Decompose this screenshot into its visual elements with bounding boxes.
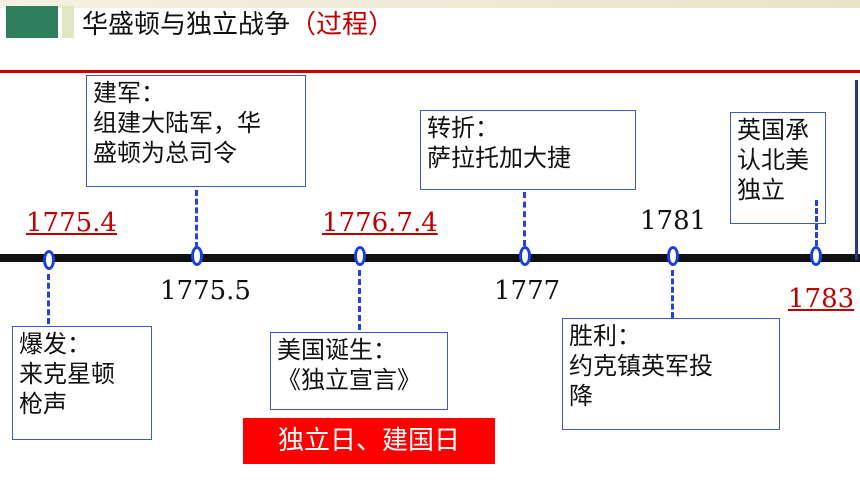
date-1783: 1783 (788, 284, 855, 314)
event-box-1775-5: 建军： 组建大陆军，华 盛顿为总司令 (86, 75, 306, 187)
connector-1781 (671, 270, 674, 318)
event-line: 美国诞生： (277, 336, 397, 364)
timeline-marker-1775-4 (43, 250, 55, 270)
date-1777: 1777 (494, 276, 561, 306)
connector-1783 (815, 200, 818, 246)
event-line: 建军： (93, 79, 165, 107)
event-line: 爆发： (19, 330, 91, 358)
connector-1776-7-4 (358, 270, 361, 330)
event-line: 来克星顿 (19, 360, 115, 388)
event-box-1781: 胜利： 约克镇英军投 降 (562, 318, 780, 430)
event-line: 组建大陆军，华 (93, 109, 261, 137)
connector-1777 (523, 192, 526, 246)
connector-1775-4 (47, 274, 50, 324)
event-line: 《独立宣言》 (277, 366, 421, 394)
event-line: 约克镇英军投 (569, 352, 713, 380)
date-1775-4: 1775.4 (26, 208, 117, 238)
title-main: 华盛顿与独立战争 (82, 10, 291, 40)
event-line: 认北美 (737, 146, 809, 174)
top-band (0, 0, 860, 8)
title-underline (0, 70, 860, 73)
event-line: 英国承 (737, 116, 809, 144)
timeline-marker-1775-5 (191, 246, 203, 266)
page-title: 华盛顿与独立战争（过程） (82, 4, 394, 41)
event-box-1775-4: 爆发： 来克星顿 枪声 (12, 326, 152, 440)
title-decoration-light (62, 6, 74, 38)
event-box-1776-7-4: 美国诞生： 《独立宣言》 (270, 332, 448, 410)
date-1775-5: 1775.5 (160, 276, 251, 306)
event-box-1777: 转折： 萨拉托加大捷 (420, 110, 636, 190)
independence-day-highlight: 独立日、建国日 (243, 418, 495, 464)
event-line: 枪声 (19, 390, 67, 418)
event-line: 萨拉托加大捷 (427, 144, 571, 172)
right-border (855, 80, 858, 260)
date-1776-7-4: 1776.7.4 (322, 208, 438, 238)
event-line: 盛顿为总司令 (93, 139, 237, 167)
event-line: 降 (569, 382, 593, 410)
timeline-marker-1781 (667, 246, 679, 266)
connector-1775-5 (195, 190, 198, 248)
timeline-marker-1777 (519, 246, 531, 266)
event-line: 胜利： (569, 322, 641, 350)
title-sub: （过程） (290, 10, 395, 40)
event-line: 独立 (737, 176, 785, 204)
timeline-marker-1776-7-4 (354, 246, 366, 266)
title-decoration (6, 6, 58, 38)
event-line: 转折： (427, 114, 499, 142)
timeline-marker-1783 (810, 246, 822, 266)
event-box-1783: 英国承 认北美 独立 (730, 112, 826, 224)
date-1781: 1781 (640, 206, 707, 236)
timeline-axis (0, 254, 860, 262)
